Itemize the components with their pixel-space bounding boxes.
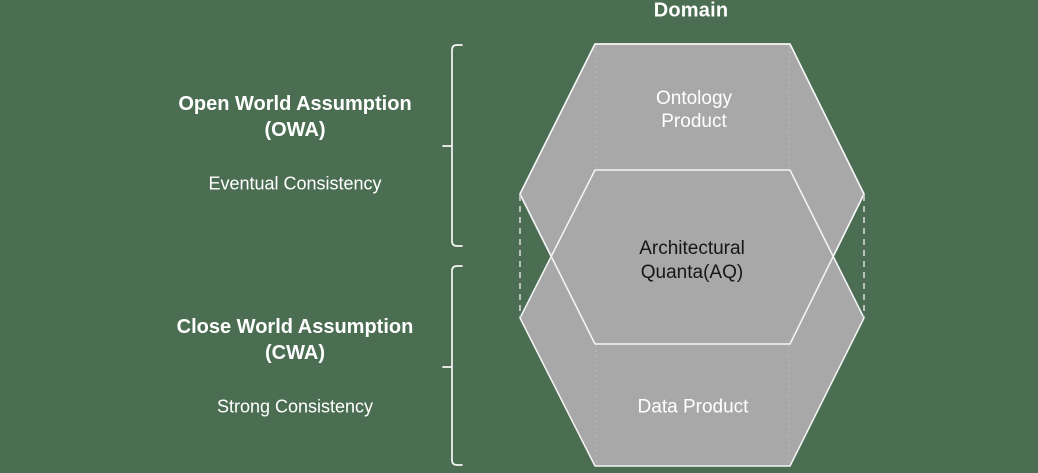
cwa-subtext: Strong Consistency [216, 396, 374, 417]
owa-heading-line2: (OWA) [264, 119, 326, 141]
cwa-heading-line2: (CWA) [265, 342, 325, 364]
owa-heading: Open World Assumption (OWA) [178, 91, 411, 143]
ontology-product-label-line2: Product [661, 111, 727, 132]
cwa-heading-line1: Close World Assumption [176, 316, 414, 338]
data-product-label: Data Product [637, 396, 749, 418]
owa-bracket [442, 44, 463, 247]
ontology-product-label: Ontology Product [656, 87, 732, 133]
owa-heading-line1: Open World Assumption [178, 93, 412, 115]
hexagon-data-product [519, 169, 865, 467]
cwa-heading: Close World Assumption (CWA) [177, 314, 414, 366]
architectural-quanta-label-line1: Architectural [639, 238, 745, 259]
diagram-title: Domain [653, 0, 729, 22]
owa-subtext: Eventual Consistency [208, 173, 382, 194]
ontology-product-label-line1: Ontology [655, 88, 733, 109]
architectural-quanta-label: Architectural Quanta(AQ) [639, 237, 745, 285]
cwa-bracket [442, 265, 463, 466]
hexagon-ontology-outline [519, 43, 865, 345]
architectural-quanta-label-line2: Quanta(AQ) [640, 262, 744, 283]
